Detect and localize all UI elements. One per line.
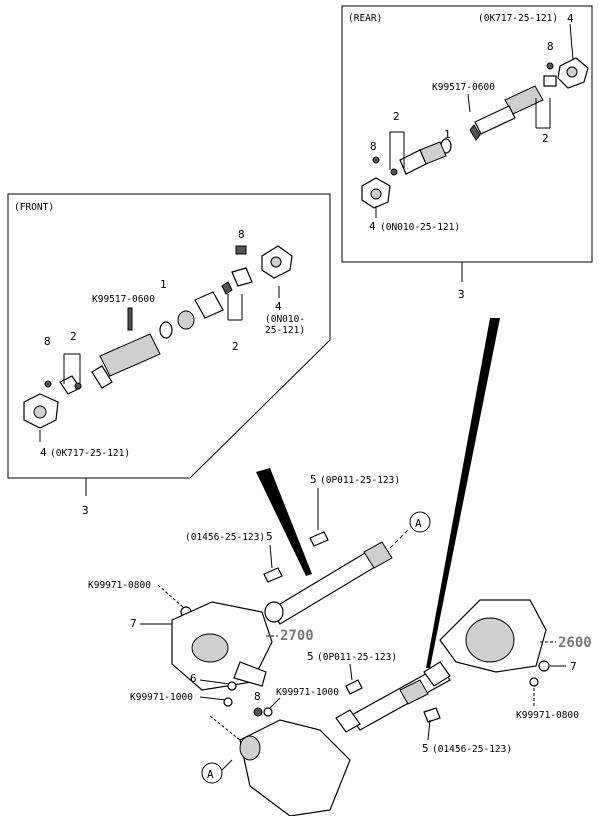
rear-parts-drawing <box>361 57 589 218</box>
bolt5d-code: (01456-25-123) <box>432 744 512 755</box>
rear-num-8: 8 <box>370 140 377 153</box>
circle-a-top-label: A <box>415 517 422 530</box>
rear-num-1: 1 <box>444 128 451 141</box>
front-callout-right2: 25-121) <box>265 325 305 336</box>
front-num-1: 1 <box>160 278 167 291</box>
front-num-8a: 8 <box>238 228 245 241</box>
nut-right-code: K99971-0800 <box>516 710 579 721</box>
bolt5c-code: (0P011-25-123) <box>317 652 397 663</box>
rear-ref: 3 <box>458 288 465 301</box>
bolt5b-code: (01456-25-123) <box>185 532 265 543</box>
rear-num-2a: 2 <box>393 110 400 123</box>
front-ref: 3 <box>82 504 89 517</box>
rear-panel-border <box>341 5 593 263</box>
rear-callout-top-num: 4 <box>567 12 574 25</box>
ref-2700: 2700 <box>280 628 314 644</box>
front-num-8b: 8 <box>44 335 51 348</box>
rear-spec: K99517-0600 <box>432 82 495 93</box>
nut-left-code: K99971-0800 <box>88 580 151 591</box>
circle-a-bottom-label: A <box>207 768 214 781</box>
front-pointer-wedge <box>256 468 312 576</box>
num-6: 6 <box>190 672 197 685</box>
rear-callout-top: (0K717-25-121) <box>478 13 558 24</box>
nut-mid-code: K99971-1000 <box>130 692 193 703</box>
front-num-4a: 4 <box>275 300 282 313</box>
vehicle-assembly: 5 (0P011-25-123) (01456-25-123) 5 A K999… <box>88 318 592 816</box>
rear-pointer-wedge <box>426 318 500 668</box>
nut-mid-code2: K99971-1000 <box>276 687 339 698</box>
bolt5d-num: 5 <box>422 742 429 755</box>
num-7b: 7 <box>570 660 577 673</box>
front-num-4b: 4 <box>40 446 47 459</box>
front-panel-title: (FRONT) <box>14 202 54 213</box>
front-callout-bottom: (0K717-25-121) <box>50 448 130 459</box>
rear-bolt-num: 8 <box>547 40 554 53</box>
front-num-2a: 2 <box>70 330 77 343</box>
rear-num-4: 4 <box>369 220 376 233</box>
front-shaft-panel: (FRONT) 8 1 K99517-0600 4 (0N010- 25-121… <box>7 193 331 517</box>
num-7a: 7 <box>130 617 137 630</box>
rear-panel-title: (REAR) <box>348 13 382 24</box>
rear-callout-bottom: (0N010-25-121) <box>380 222 460 233</box>
front-parts-drawing <box>23 245 293 442</box>
rear-shaft-panel: (REAR) (0K717-25-121) 4 8 K99517-0600 1 … <box>341 5 593 301</box>
bolt5c-num: 5 <box>307 650 314 663</box>
bolt5a-code: (0P011-25-123) <box>320 475 400 486</box>
num-8: 8 <box>254 690 261 703</box>
transmission <box>239 719 351 816</box>
bolt5a-num: 5 <box>310 473 317 486</box>
front-num-2b: 2 <box>232 340 239 353</box>
bolt5b-num: 5 <box>266 530 273 543</box>
ref-2600: 2600 <box>558 635 592 651</box>
front-spec: K99517-0600 <box>92 294 155 305</box>
circle-a-bottom <box>201 762 223 784</box>
circle-a-top <box>409 511 431 533</box>
front-panel-border <box>7 193 331 479</box>
front-callout-right: (0N010- <box>265 314 305 325</box>
rear-num-2b: 2 <box>542 132 549 145</box>
